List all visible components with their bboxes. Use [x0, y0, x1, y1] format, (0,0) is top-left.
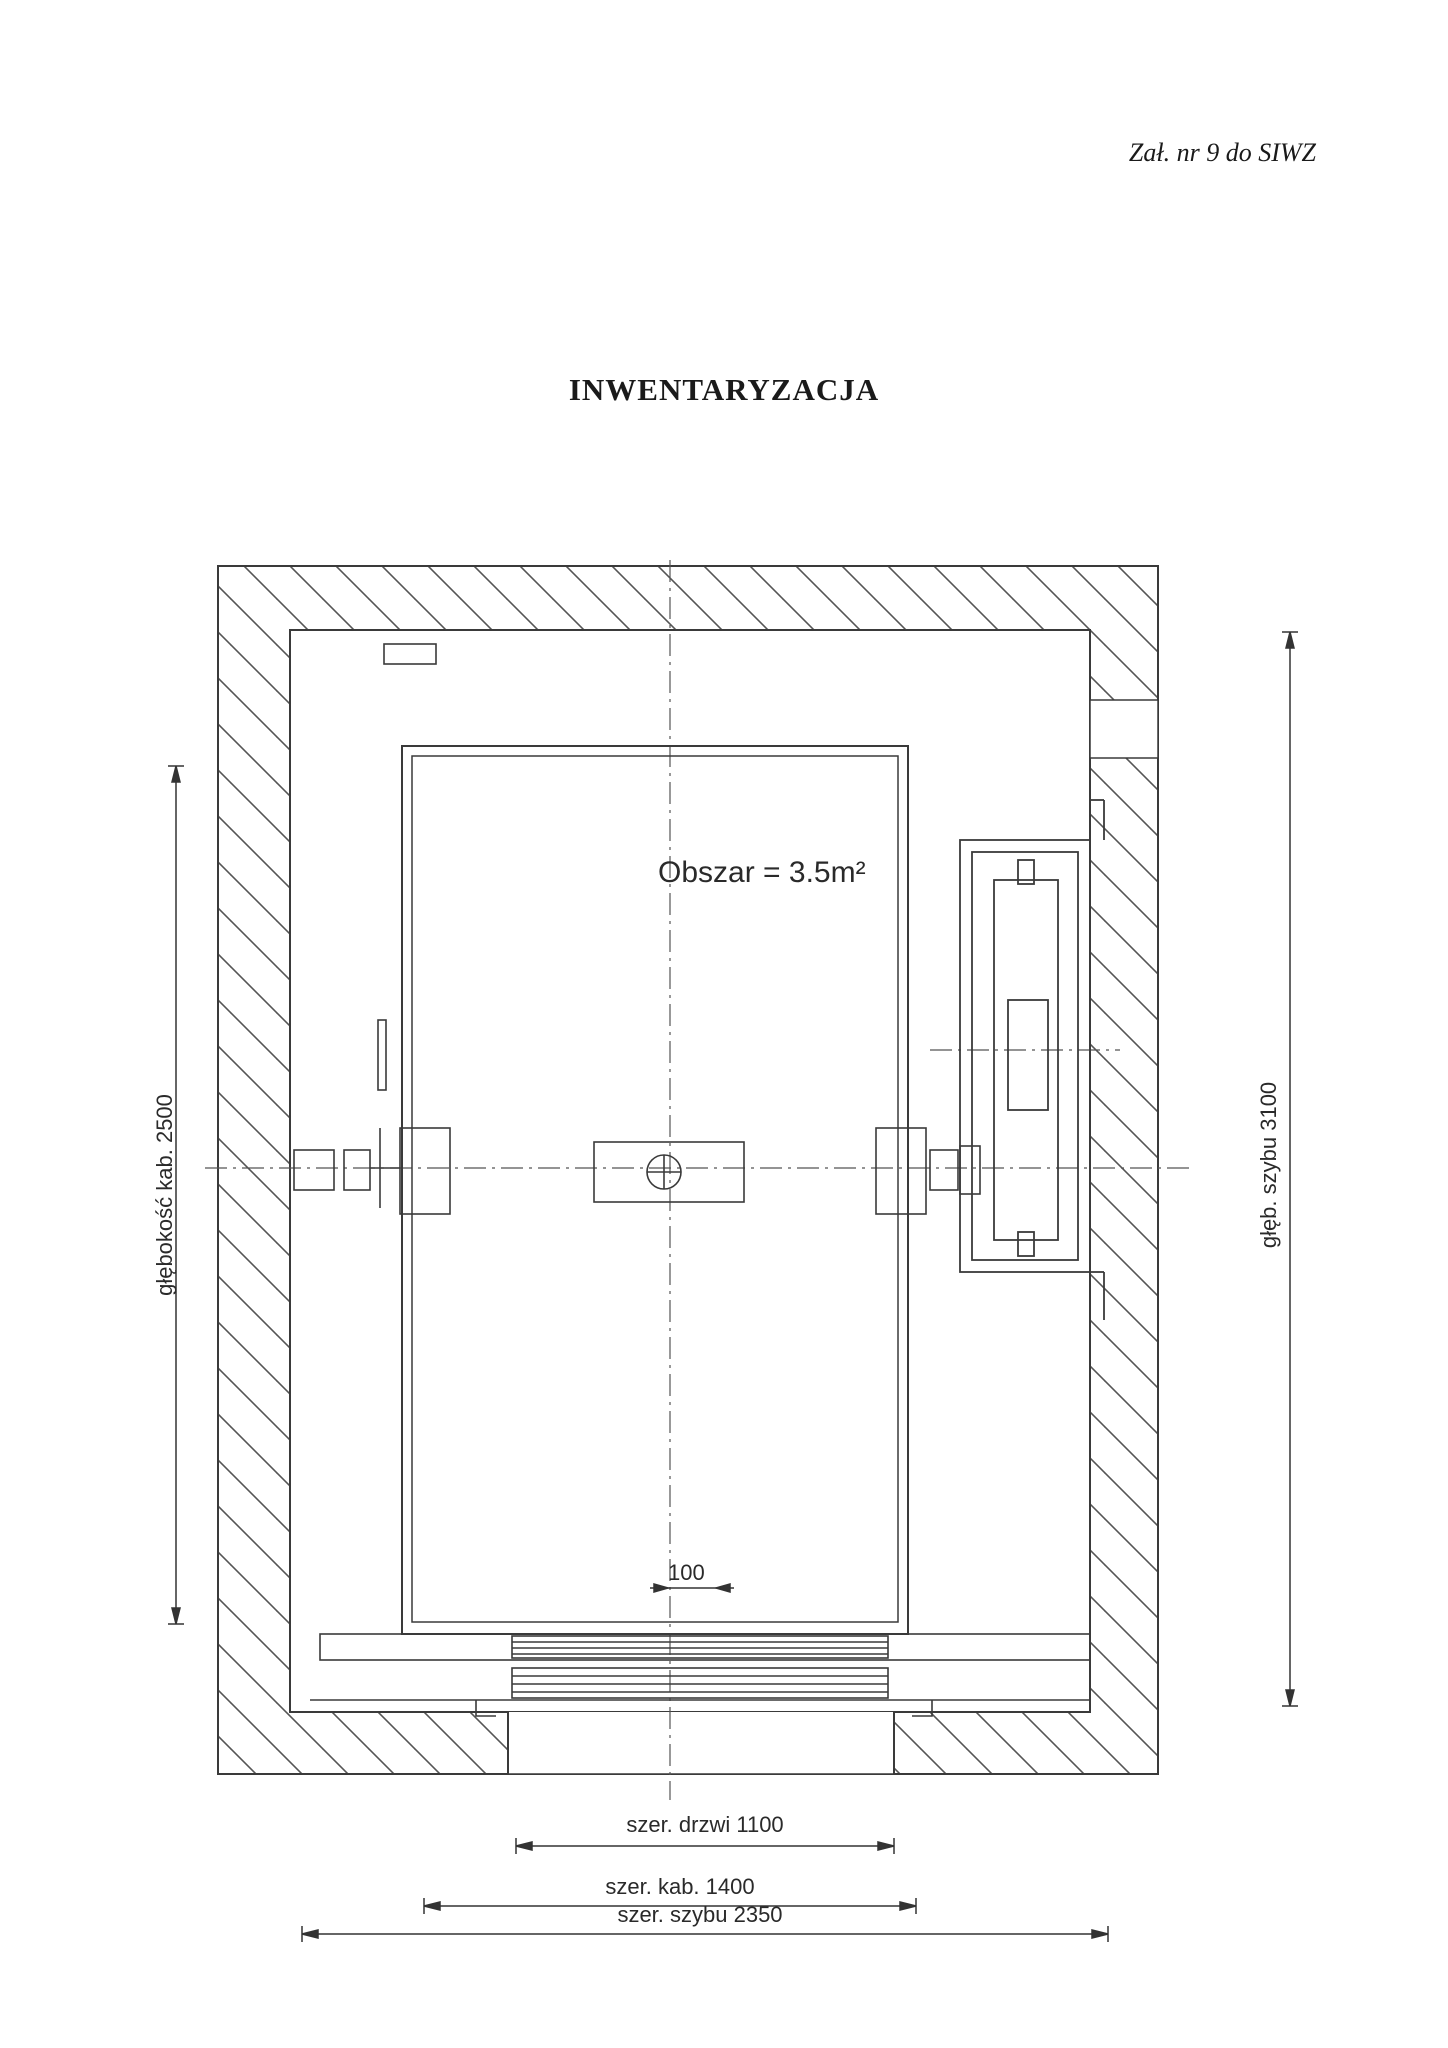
- gap-dimension: [650, 1583, 734, 1593]
- cabin-depth-dimension: [168, 765, 184, 1625]
- gap-label: 100: [668, 1560, 705, 1585]
- left-guide-assembly: [293, 1019, 451, 1215]
- center-lines: [205, 560, 1190, 1800]
- shaft-depth-dimension: [1282, 631, 1298, 1707]
- shaft-width-dimension: [301, 1926, 1109, 1942]
- door-width-dimension: [515, 1838, 895, 1854]
- attachment-note: Zał. nr 9 do SIWZ: [1128, 138, 1316, 167]
- door-sill: [310, 1633, 1091, 1717]
- door-width-label: szer. drzwi 1100: [626, 1812, 783, 1837]
- shaft-walls: [217, 565, 1159, 1775]
- cabin-width-label: szer. kab. 1400: [605, 1874, 754, 1899]
- lifting-beam: [593, 1141, 745, 1203]
- area-label: Obszar = 3.5m²: [658, 856, 866, 889]
- right-guide-assembly: [875, 1127, 981, 1215]
- cabin-width-dimension: [423, 1898, 917, 1914]
- shaft-depth-label: głęb. szybu 3100: [1256, 1082, 1281, 1248]
- top-bracket: [383, 643, 437, 665]
- shaft-width-label: szer. szybu 2350: [617, 1902, 782, 1927]
- counterweight: [959, 799, 1105, 1320]
- cabin-depth-label: głębokość kab. 2500: [152, 1094, 177, 1296]
- document-title: INWENTARYZACJA: [568, 372, 880, 407]
